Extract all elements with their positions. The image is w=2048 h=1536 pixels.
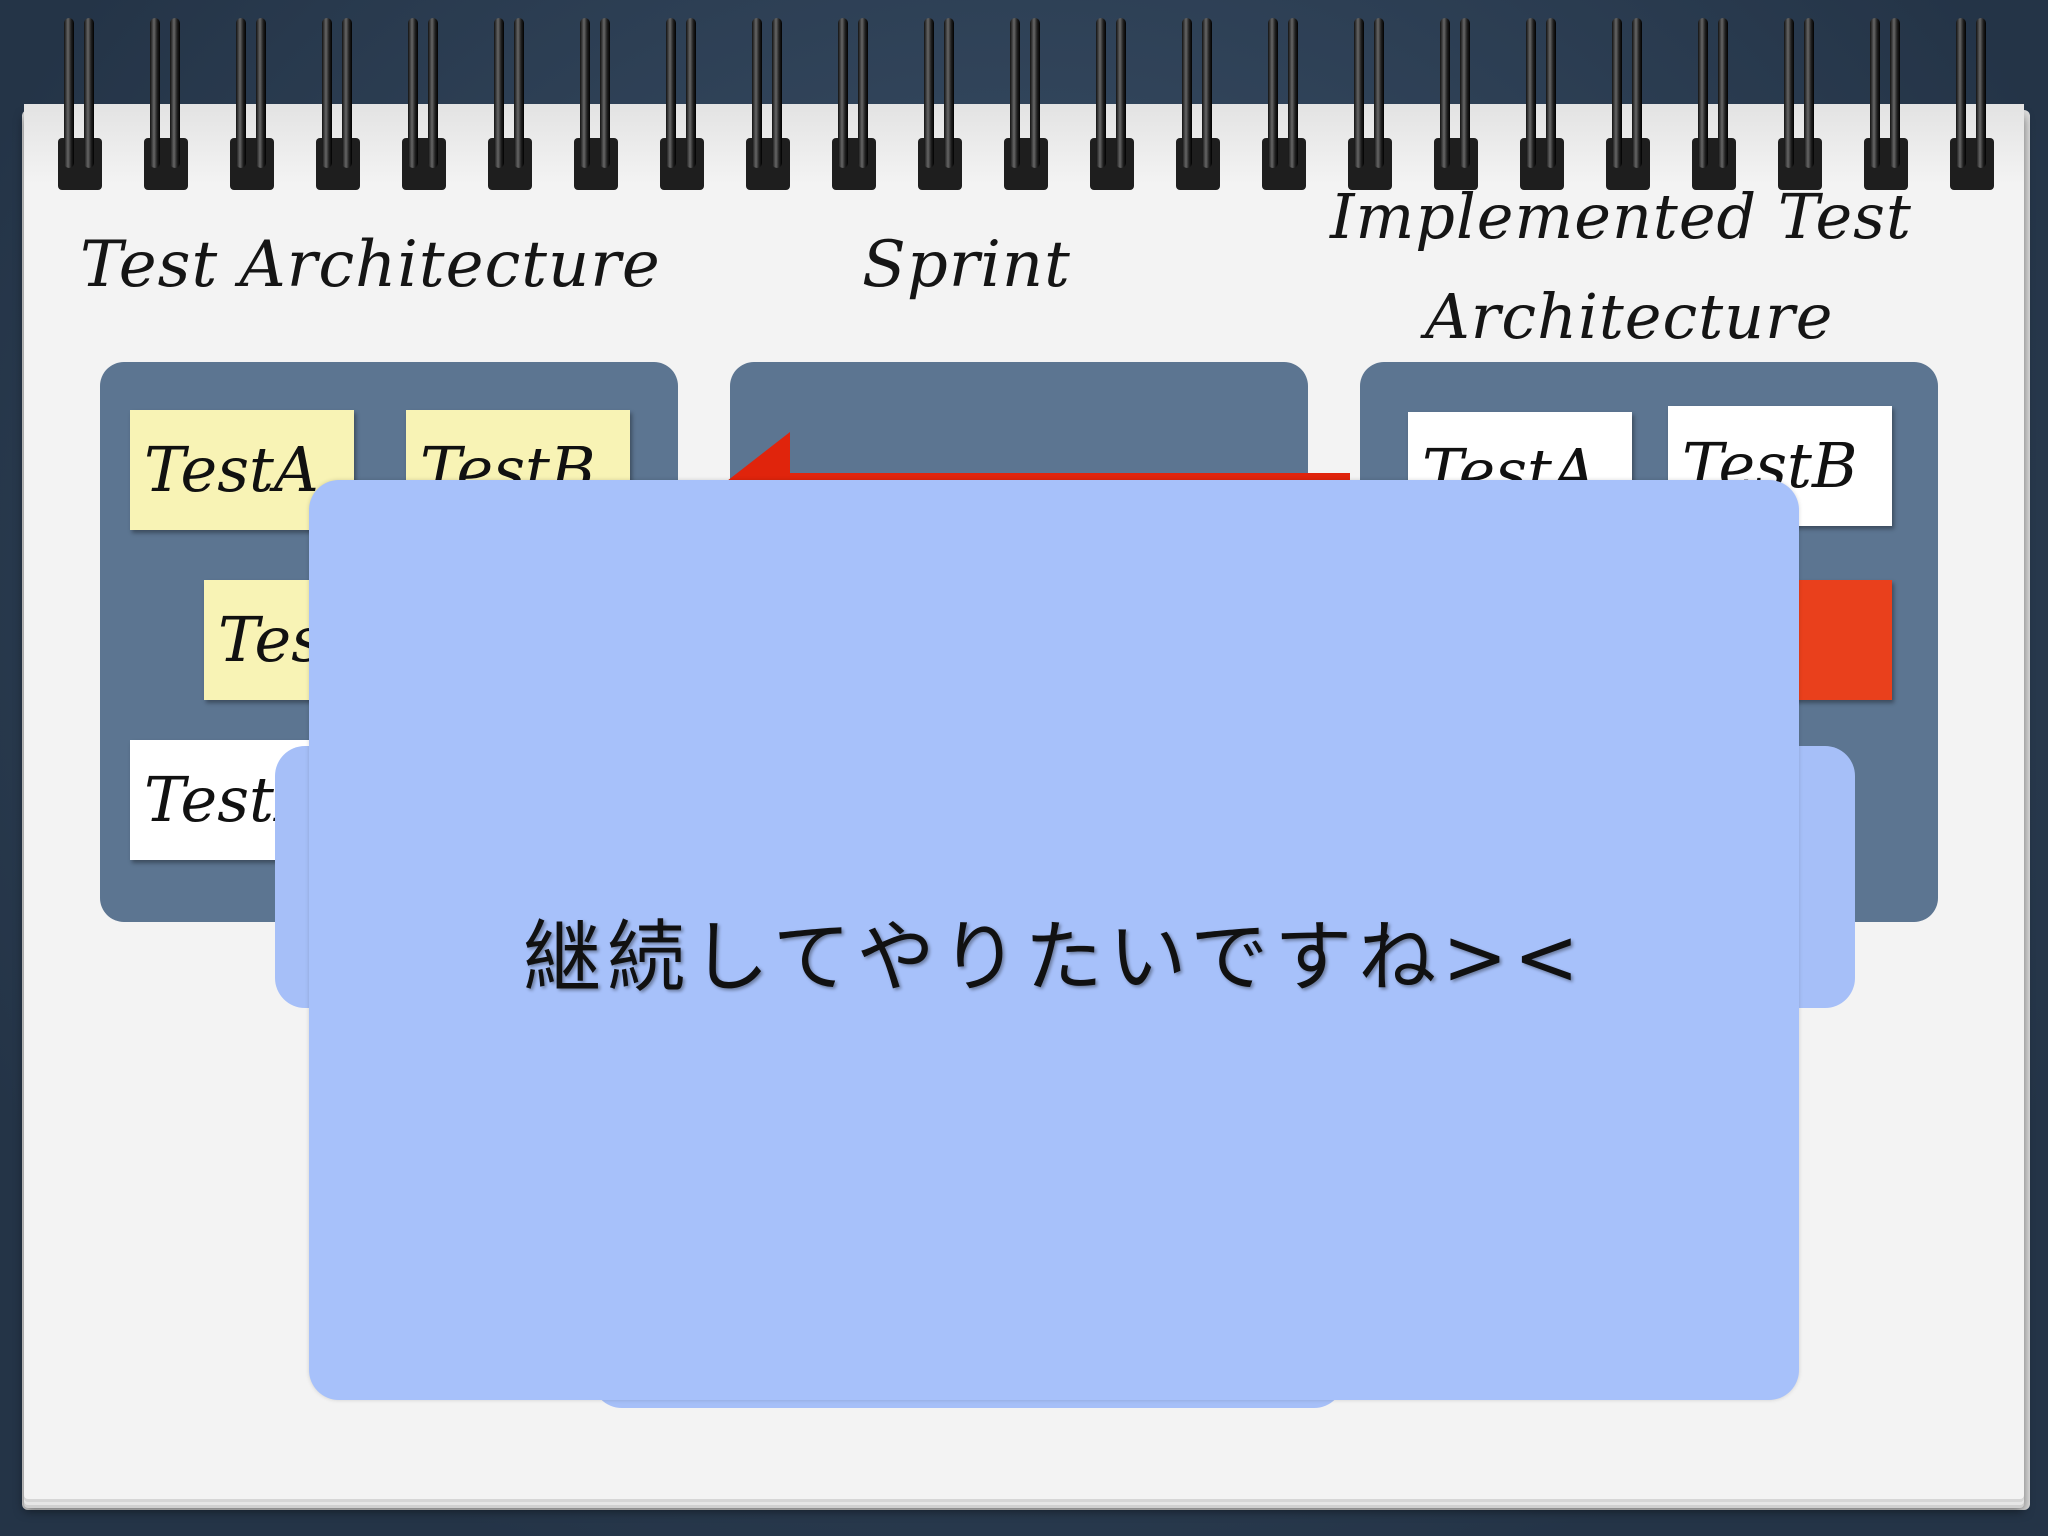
spiral-ring [1692, 18, 1736, 190]
spiral-ring [1262, 18, 1306, 190]
spiral-ring [488, 18, 532, 190]
message-overlay: 継続してやりたいですね>< [309, 480, 1799, 1400]
spiral-ring [58, 18, 102, 190]
spiral-ring [1434, 18, 1478, 190]
spiral-ring [402, 18, 446, 190]
spiral-ring [660, 18, 704, 190]
spiral-ring [832, 18, 876, 190]
spiral-ring [230, 18, 274, 190]
spiral-ring [746, 18, 790, 190]
overlay-message: 継続してやりたいですね>< [522, 913, 1586, 1003]
spiral-ring [1520, 18, 1564, 190]
spiral-ring [1778, 18, 1822, 190]
spiral-ring [918, 18, 962, 190]
spiral-ring [1176, 18, 1220, 190]
spiral-ring [1090, 18, 1134, 190]
spiral-ring [1950, 18, 1994, 190]
heading-test-architecture: Test Architecture [80, 228, 661, 302]
heading-implemented-line1: Implemented Test [1330, 180, 1912, 253]
heading-implemented-line2: Architecture [1425, 280, 1834, 353]
spiral-ring [1864, 18, 1908, 190]
spiral-binding [0, 0, 2048, 190]
spiral-ring [574, 18, 618, 190]
spiral-ring [1606, 18, 1650, 190]
heading-sprint: Sprint [862, 228, 1071, 302]
spiral-ring [316, 18, 360, 190]
spiral-ring [1348, 18, 1392, 190]
spiral-ring [1004, 18, 1048, 190]
spiral-ring [144, 18, 188, 190]
